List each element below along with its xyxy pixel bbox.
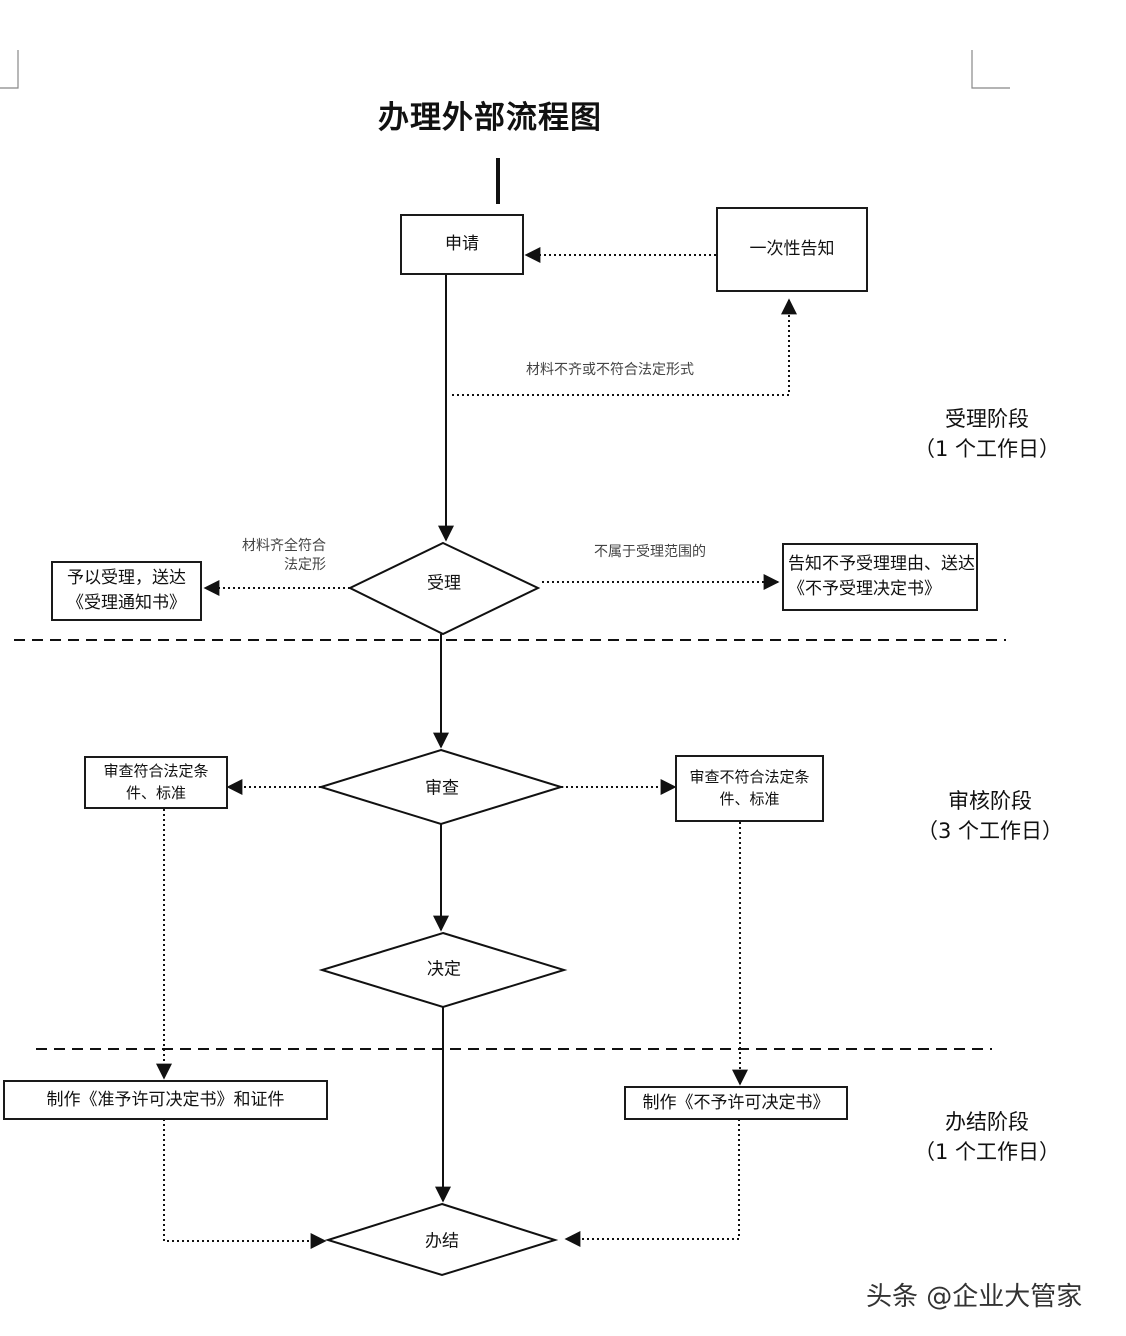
stage-review: 审核阶段 （3 个工作日） — [917, 786, 1063, 847]
corner-mark-left — [0, 50, 19, 89]
accept-diamond-label: 受理 — [427, 573, 461, 594]
corner-mark-right — [971, 50, 1010, 89]
stage-accept-name: 受理阶段 — [944, 407, 1029, 431]
arrow-incomplete-to-notice — [452, 298, 797, 396]
stage-review-duration: （3 个工作日） — [916, 819, 1064, 844]
watermark: 头条 @企业大管家 — [866, 1282, 1083, 1312]
reject-notice-box: 告知不予受理理由、送达《不予受理决定书》 — [782, 543, 978, 611]
edge-label-complete: 材料齐全符合法定形 — [242, 538, 326, 573]
one-time-notice-box: 一次性告知 — [716, 207, 868, 292]
page-title: 办理外部流程图 — [378, 100, 602, 136]
stage-review-name: 审核阶段 — [947, 789, 1032, 813]
stage-accept: 受理阶段 （1 个工作日） — [914, 404, 1060, 465]
arrow-permit-to-complete — [163, 1119, 327, 1249]
edge-label-incomplete: 材料不齐或不符合法定形式 — [526, 362, 694, 378]
review-diamond-label: 审查 — [425, 778, 459, 799]
accept-diamond — [347, 541, 541, 636]
stage-accept-duration: （1 个工作日） — [913, 437, 1061, 462]
edge-label-out-of-scope: 不属于受理范围的 — [594, 544, 706, 560]
make-permit-box: 制作《准予许可决定书》和证件 — [3, 1080, 328, 1120]
decide-diamond-label: 决定 — [427, 959, 461, 980]
stage-complete-name: 办结阶段 — [944, 1110, 1029, 1134]
stage-complete: 办结阶段 （1 个工作日） — [914, 1107, 1060, 1168]
make-refusal-box: 制作《不予许可决定书》 — [624, 1086, 848, 1120]
review-fail-box: 审查不符合法定条件、标准 — [675, 755, 824, 822]
accept-notice-box: 予以受理，送达《受理通知书》 — [51, 561, 202, 621]
complete-diamond — [324, 1202, 559, 1277]
stage-complete-duration: （1 个工作日） — [913, 1140, 1061, 1165]
apply-box: 申请 — [400, 214, 524, 275]
complete-diamond-label: 办结 — [425, 1231, 459, 1252]
arrow-refusal-to-complete — [564, 1119, 740, 1247]
review-pass-box: 审查符合法定条件、标准 — [84, 756, 228, 809]
